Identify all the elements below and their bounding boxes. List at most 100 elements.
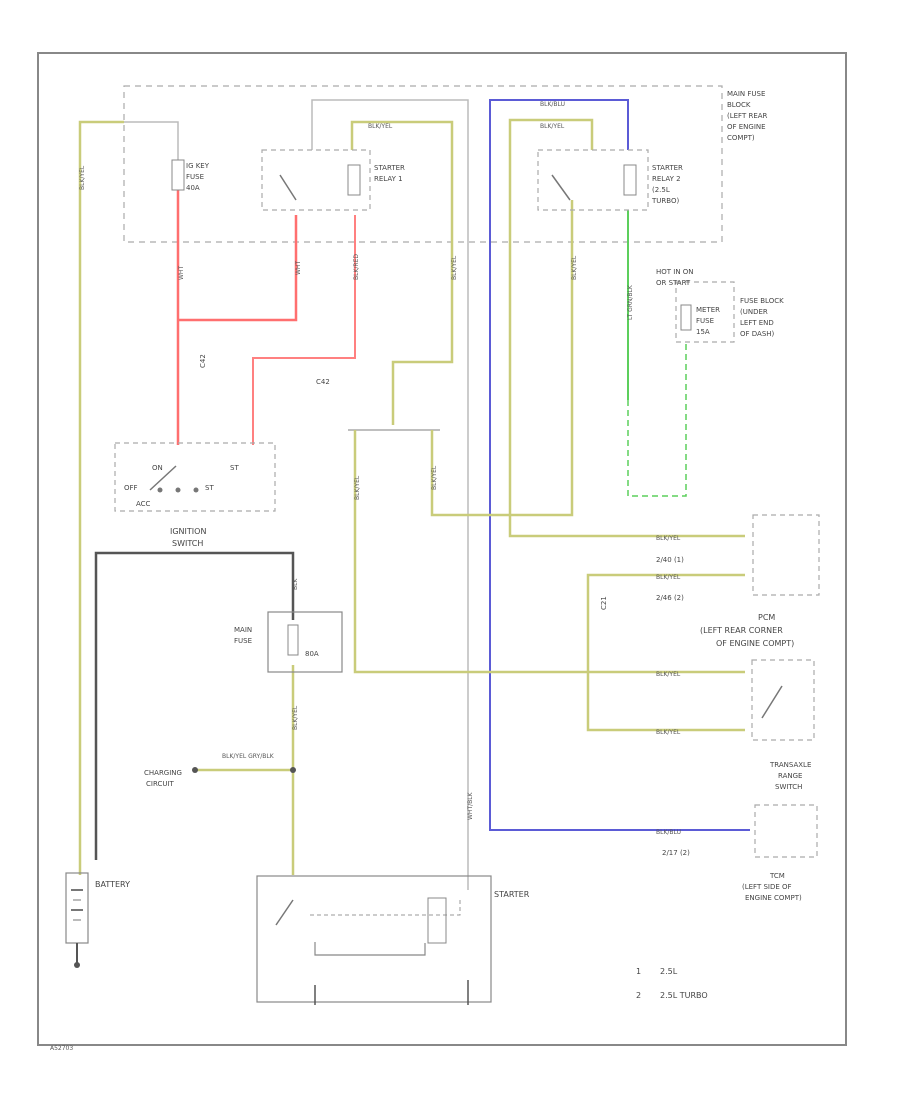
starter: STARTER [256,875,530,1005]
svg-text:(UNDER: (UNDER [740,308,768,316]
wire-label-pcm-1: BLK/YEL [656,535,681,542]
wire-label-splice-r: BLK/YEL [431,465,438,490]
svg-text:2.5L TURBO: 2.5L TURBO [660,991,708,1000]
svg-text:40A: 40A [186,184,200,192]
connector-c21: C21 [600,596,608,610]
legend: 1 2.5L 2 2.5L TURBO [636,967,708,1000]
wire-label-starter: WHT/BLK [467,791,474,820]
wire-label-top-2: BLK/BLU [540,101,565,108]
svg-text:ON: ON [152,464,163,472]
svg-text:SWITCH: SWITCH [172,539,203,548]
wire-green-ground-loop [627,340,687,497]
svg-text:MAIN: MAIN [234,626,252,634]
svg-text:STARTER: STARTER [374,164,405,172]
ignition-switch: OFF ON ACC ST ST IGNITION SWITCH [114,442,276,548]
pcm: 2/40 (1) 2/46 (2) PCM (LEFT REAR CORNER … [656,514,820,648]
wire-label-top-1: BLK/YEL [368,123,393,130]
svg-text:2: 2 [636,991,641,1000]
svg-text:1: 1 [636,967,641,976]
svg-text:OR START: OR START [656,279,691,287]
svg-text:(2.5L: (2.5L [652,186,670,194]
svg-text:IGNITION: IGNITION [170,527,206,536]
tcm: 2/17 (2) TCM (LEFT SIDE OF ENGINE COMPT) [662,804,818,902]
wire-label-main: BLK/YEL [292,705,299,730]
svg-text:ENGINE COMPT): ENGINE COMPT) [745,894,802,902]
charging-circuit-label: CHARGING CIRCUIT [144,769,182,788]
svg-text:FUSE: FUSE [234,637,252,645]
starter-relay-2: STARTER RELAY 2 (2.5L TURBO) [537,149,683,211]
battery: BATTERY [65,872,130,968]
svg-text:TURBO): TURBO) [651,197,679,205]
svg-text:ACC: ACC [136,500,151,508]
wire-label-ig: WHT [178,266,185,280]
svg-text:CHARGING: CHARGING [144,769,182,777]
wire-label-charging: BLK/YEL GRY/BLK [222,753,275,760]
svg-text:80A: 80A [305,650,319,658]
svg-text:OF ENGINE COMPT): OF ENGINE COMPT) [716,639,794,648]
wire-label-pcm-2: BLK/YEL [656,574,681,581]
wire-label-battery: BLK/YEL [79,165,86,190]
svg-text:IG KEY: IG KEY [186,162,210,170]
svg-text:HOT IN ON: HOT IN ON [656,268,694,276]
svg-text:(LEFT REAR CORNER: (LEFT REAR CORNER [700,626,783,635]
svg-text:MAIN FUSE: MAIN FUSE [727,90,765,98]
wire-label-relay2: BLK/YEL [571,255,578,280]
wire-label-trs-2: BLK/YEL [656,729,681,736]
meter-fuse-block: HOT IN ON OR START METER FUSE 15A FUSE B… [656,268,784,343]
svg-text:OF DASH): OF DASH) [740,330,775,338]
main-fuse-block-box [123,85,723,243]
svg-text:RANGE: RANGE [778,772,802,780]
svg-text:FUSE: FUSE [186,173,204,181]
svg-text:15A: 15A [696,328,710,336]
wire-battery-to-main-fuse [94,551,295,860]
svg-text:(LEFT REAR: (LEFT REAR [727,112,768,120]
svg-text:LEFT END: LEFT END [740,319,774,327]
svg-text:STARTER: STARTER [494,890,530,899]
svg-text:OF ENGINE: OF ENGINE [727,123,766,131]
main-fuse-block-label: MAIN FUSE BLOCK (LEFT REAR OF ENGINE COM… [727,90,768,142]
svg-text:OFF: OFF [124,484,138,492]
main-fuse: MAIN FUSE 80A [234,611,343,673]
svg-text:2/46 (2): 2/46 (2) [656,594,684,602]
wire-label-green: LT GRN/BLK [627,284,634,320]
svg-text:STARTER: STARTER [652,164,683,172]
wire-label-trs-1: BLK/YEL [656,671,681,678]
transaxle-range-switch: TRANSAXLE RANGE SWITCH [751,659,815,791]
svg-text:SWITCH: SWITCH [775,783,802,791]
wire-label-top-3: BLK/YEL [540,123,565,130]
connector-c42: C42 [316,378,330,386]
charging-terminal [192,767,198,773]
svg-text:FUSE BLOCK: FUSE BLOCK [740,297,784,305]
wire-label-splice-l: BLK/YEL [354,475,361,500]
svg-text:FUSE: FUSE [696,317,714,325]
wire-label-relay1-coil: BLK/YEL [451,255,458,280]
wire-relay1-feed [311,99,469,890]
charging-splice [290,767,296,773]
wire-relay1-coil-yellow [350,120,454,425]
svg-text:2/17 (2): 2/17 (2) [662,849,690,857]
wire-st-to-relay1-coil [252,215,356,445]
wire-splice-left-drop [353,430,745,674]
diagram-id: A52703 [50,1045,73,1052]
wire-relay2-to-pcm [508,118,745,538]
wire-ign-to-relay1-switch [178,215,298,322]
wire-battery-to-ig-fuse [78,120,124,875]
svg-text:RELAY 1: RELAY 1 [374,175,403,183]
ig-key-fuse: IG KEY FUSE 40A [171,159,210,192]
svg-text:ST: ST [230,464,239,472]
wire-ig-fuse-feed [124,121,179,160]
wire-label-blk: BLK [292,578,299,590]
svg-text:(LEFT SIDE OF: (LEFT SIDE OF [742,883,792,891]
svg-text:BATTERY: BATTERY [95,880,130,889]
svg-text:PCM: PCM [758,613,775,622]
starter-relay-1: STARTER RELAY 1 [261,149,405,211]
svg-text:2.5L: 2.5L [660,967,678,976]
svg-text:RELAY 2: RELAY 2 [652,175,681,183]
svg-text:TCM: TCM [769,872,785,880]
diagram-frame [37,52,847,1046]
svg-text:BLOCK: BLOCK [727,101,751,109]
svg-text:COMPT): COMPT) [727,134,755,142]
wire-splice-right-drop [430,200,574,517]
svg-text:METER: METER [696,306,720,314]
